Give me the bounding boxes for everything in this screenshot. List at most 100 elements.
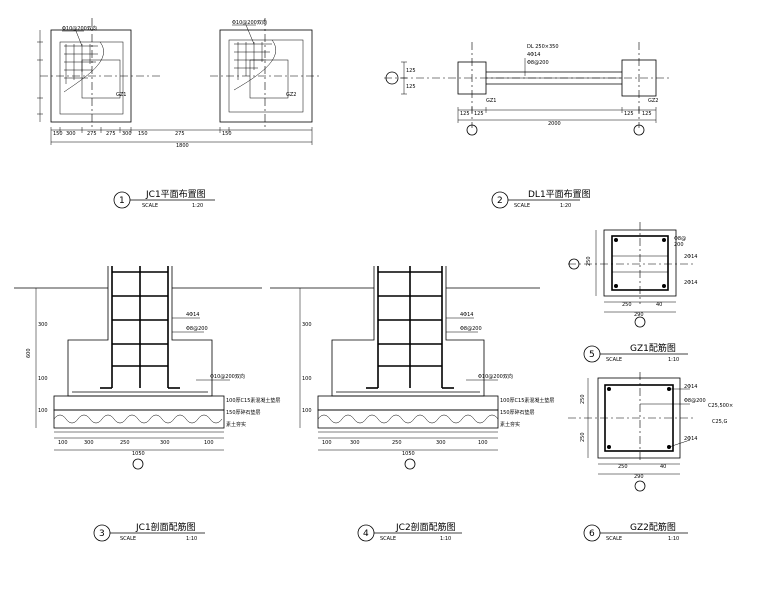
grid-bubble (634, 316, 646, 328)
layer-2-label: 150厚碎石垫层 (226, 409, 261, 416)
side-note: C25,G (712, 419, 727, 425)
layer-1-label: 100厚C15素混凝土垫层 (226, 397, 280, 404)
view-5-gz1: Φ8@ 200 2Φ14 2Φ14 250 250 40 290 5 GZ1配筋… (568, 222, 697, 363)
view-title: DL1平面布置图 (528, 188, 591, 200)
layer-2-label: 150厚碎石垫层 (500, 409, 535, 416)
scale-value: 1:10 (186, 536, 197, 542)
dim-text: 125 (406, 68, 416, 74)
grid-bubble (132, 458, 144, 470)
dim-total: 1050 (132, 451, 145, 457)
dim-text: 100 (38, 408, 48, 414)
dim-text: 300 (160, 440, 170, 446)
rebar-b-label: Φ8@200 (460, 326, 482, 332)
dim-text: 300 (84, 440, 94, 446)
grid-bubble (385, 71, 399, 85)
gz2-note: 2Φ14 (684, 436, 697, 442)
column-left-plan (81, 59, 121, 99)
scale-value: 1:10 (440, 536, 451, 542)
plan1-dims: 150 300 275 275 300 150 275 150 1800 (50, 127, 313, 149)
dim-text: 125 (460, 111, 470, 117)
scale-label: SCALE (514, 203, 530, 209)
dim-text: 125 (474, 111, 484, 117)
side-note: C25,500× (708, 403, 733, 409)
dim-text: 100 (302, 408, 312, 414)
dim-text: 40 (660, 464, 666, 470)
gravel-bed-3 (53, 409, 225, 429)
view-2-dl1-plan: DL 250×350 4Φ14 Φ8@200 GZ1 GZ2 125 125 1… (384, 42, 670, 209)
dim-text: 300 (122, 131, 132, 137)
scale-label: SCALE (606, 536, 622, 542)
view-title: JC1平面布置图 (145, 188, 206, 200)
gz1-outline (603, 229, 677, 297)
dim-text: 150 (222, 131, 232, 137)
grid-bubble (568, 258, 580, 270)
dim-text: 250 (580, 394, 586, 404)
dim-text: 250 (618, 464, 628, 470)
dim-text: 250 (622, 302, 632, 308)
dim-text: 250 (580, 432, 586, 442)
view-4-jc2-section: 300 100 100 4Φ14 Φ8@200 Φ10@200双向 100厚C1… (270, 266, 554, 542)
view-number: 2 (497, 196, 503, 206)
title-block-1: 1 JC1平面布置图 SCALE 1:20 (113, 188, 215, 209)
dim-text: 150 (53, 131, 63, 137)
scale-label: SCALE (606, 357, 622, 363)
rebar-a-label: 4Φ14 (186, 312, 199, 318)
base-rebar-label: Φ10@200双向 (210, 373, 245, 380)
col-left-label: GZ1 (486, 98, 496, 104)
title-block-2: 2 DL1平面布置图 SCALE 1:20 (491, 188, 591, 209)
dim-text: 300 (38, 322, 48, 328)
view-3-jc1-section: 600 300 100 100 4Φ14 Φ8@200 Φ10@200双向 10… (14, 266, 280, 542)
layer-3-label: 素土夯实 (500, 421, 520, 428)
layer-3-label: 素土夯实 (226, 421, 246, 428)
gravel-bed-4 (317, 409, 499, 429)
dim-text: 250 (392, 440, 402, 446)
column-rebar-3 (100, 266, 180, 389)
dim-text: 300 (436, 440, 446, 446)
dim-text: 100 (322, 440, 332, 446)
dim-text: 150 (138, 131, 148, 137)
scale-label: SCALE (120, 536, 136, 542)
column-left-label: GZ1 (116, 92, 126, 98)
grid-bubble (633, 124, 645, 136)
scale-value: 1:10 (668, 536, 679, 542)
beam-note-2: 4Φ14 (527, 52, 540, 58)
beam-note-1: DL 250×350 (527, 44, 559, 50)
gz2-outline (597, 377, 681, 459)
view-1-jc1-plan: Φ10@200双向 GZ1 Φ10@200双向 GZ2 (37, 18, 322, 209)
view-title: JC1剖面配筋图 (135, 521, 196, 533)
dim-total: 290 (634, 474, 644, 480)
dim-total: 1050 (402, 451, 415, 457)
dim-text: 275 (106, 131, 116, 137)
dim-text: 125 (642, 111, 652, 117)
column-right-label: GZ2 (286, 92, 296, 98)
view-6-gz2: 2Φ14 Φ8@200 2Φ14 250 250 250 40 290 6 GZ… (568, 372, 706, 542)
title-block-5: 5 GZ1配筋图 SCALE 1:10 (583, 342, 688, 363)
grid-bubble (404, 458, 416, 470)
gz2-note: 2Φ14 (684, 384, 697, 390)
view-number: 3 (99, 529, 105, 539)
title-block-6: 6 GZ2配筋图 SCALE 1:10 (583, 521, 688, 542)
view-number: 6 (589, 529, 595, 539)
rebar-b-label: Φ8@200 (186, 326, 208, 332)
dim-total: 1800 (176, 143, 189, 149)
rebar-right-label: Φ10@200双向 (232, 19, 267, 26)
view-number: 5 (589, 350, 595, 360)
scale-value: 1:10 (668, 357, 679, 363)
scale-label: SCALE (380, 536, 396, 542)
column-right-plan (249, 59, 289, 99)
gz2-stirrup (604, 384, 674, 452)
dim-total: 290 (634, 312, 644, 318)
gz2-note: Φ8@200 (684, 398, 706, 404)
dim-text: 125 (406, 84, 416, 90)
view-title: GZ2配筋图 (630, 521, 676, 533)
scale-label: SCALE (142, 203, 158, 209)
view-number: 1 (119, 196, 125, 206)
footing-left-inner (59, 41, 124, 115)
dim-text: 275 (175, 131, 185, 137)
gz1-note: 2Φ14 (684, 254, 697, 260)
layer-1-label: 100厚C15素混凝土垫层 (500, 397, 554, 404)
dim-text: 100 (38, 376, 48, 382)
col-right-label: GZ2 (648, 98, 658, 104)
dim-total: 2000 (548, 121, 561, 127)
dim-text: 40 (656, 302, 662, 308)
